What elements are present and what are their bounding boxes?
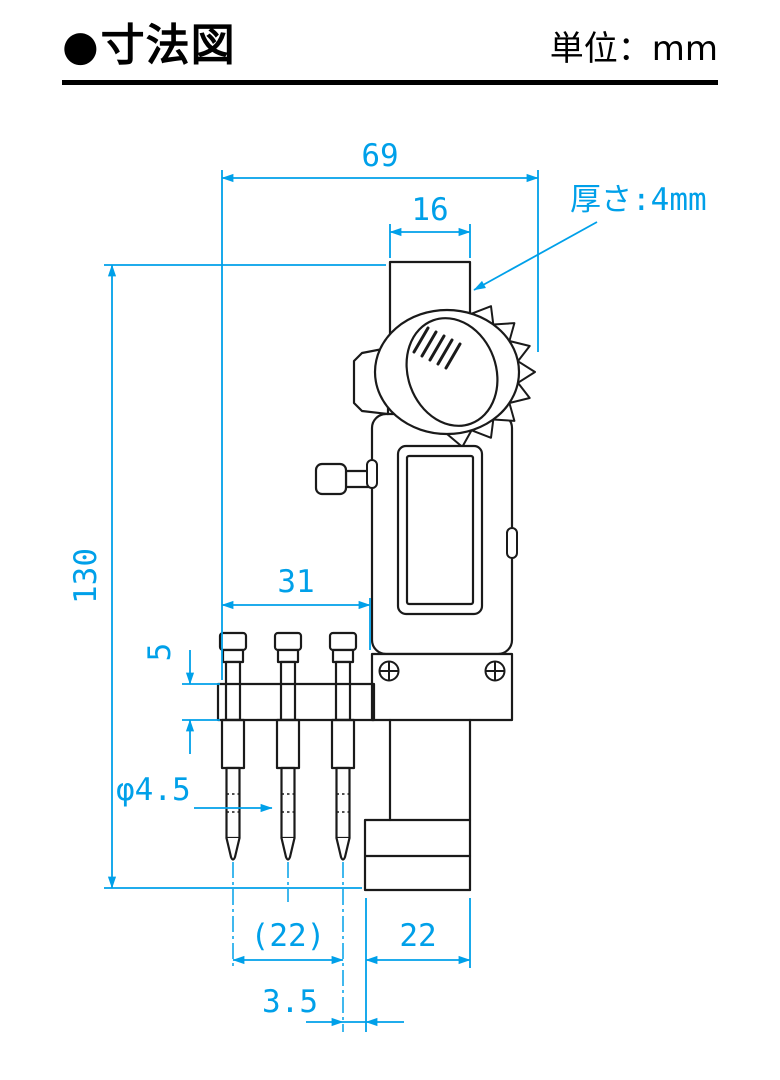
dim-overall-height-label: 130 [68,548,104,604]
probe-1 [218,631,248,861]
page-title: 寸法図 [100,20,236,71]
right-side-oval [506,527,518,559]
left-side-oval [366,459,378,489]
probe-holder-bar [216,682,376,722]
dim-holder-thickness-label: 5 [142,643,178,662]
probe-2 [273,631,303,861]
dim-stem-width: 16 [389,192,471,258]
screw-left [378,660,400,682]
dim-probe-diameter-label: φ4.5 [116,772,191,808]
dim-holder-span: 31 [221,564,371,650]
thumb-roller [373,305,536,448]
dim-thickness-callout: 厚さ:4mm [473,182,707,291]
probe-centerlines [232,862,344,1032]
stem-outline [388,260,472,347]
button-knob [314,462,348,496]
column-and-base [363,718,472,892]
lcd-display [396,444,484,616]
dim-thickness-label: 厚さ:4mm [570,182,707,218]
dim-probe-pitch: (22) [232,918,344,965]
side-button [314,462,374,496]
dim-probe-offset: 3.5 [262,984,404,1027]
dim-holder-span-label: 31 [277,564,314,600]
dim-overall-height: 130 [68,264,386,889]
page-header: ● 寸法図 単位：mm [62,24,718,85]
title-bullet-icon: ● [62,21,99,70]
dial-hatch-marks [412,326,462,370]
body-side-details [366,459,518,559]
page-title-wrap: ● 寸法図 [62,24,236,68]
base-foot [363,818,472,892]
gauge-stem [388,260,472,347]
lcd-bezel [396,444,484,616]
dim-base-width: 22 [365,898,471,1032]
dim-probe-diameter: φ4.5 [116,772,273,813]
dim-overall-width-label: 69 [361,138,398,174]
slider-bracket [370,652,514,722]
dim-overall-width: 69 [221,138,539,680]
dim-base-width-label: 22 [399,918,436,954]
dim-stem-width-label: 16 [411,192,448,228]
unit-label: 単位：mm [549,28,718,69]
lcd-screen [405,454,475,606]
probe-3 [328,631,358,861]
dim-probe-pitch-label: (22) [251,918,326,954]
screw-right [484,660,506,682]
dim-holder-thickness: 5 [142,643,220,754]
dim-probe-offset-label: 3.5 [262,984,318,1020]
